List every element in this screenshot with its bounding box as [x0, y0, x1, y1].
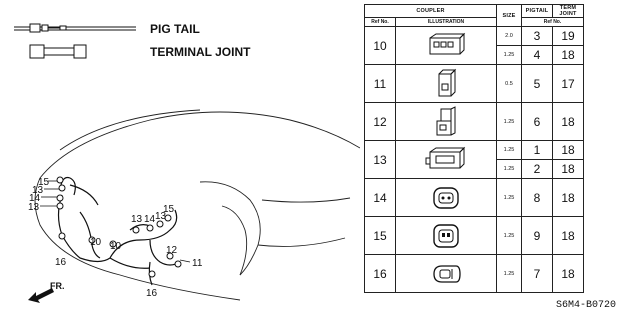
engine-harness-diagram: 15 13 14 13 16 10 10 13 14 15 13 12 11 1…: [14, 22, 361, 303]
ref-cell: 13: [364, 140, 396, 179]
callout-label: 15: [163, 204, 175, 215]
callout-label: 13: [28, 202, 40, 213]
pigtail-header: PIGTAIL: [521, 4, 553, 18]
size-cell: 1.25: [496, 102, 522, 141]
pigtail-cell: 7: [521, 254, 553, 293]
term-cell: 18: [552, 159, 584, 179]
size-cell: 1.25: [496, 159, 522, 179]
illustration-header: ILLUSTRATION: [395, 17, 497, 27]
pig-tail-label: PIG TAIL: [150, 22, 200, 36]
callout-label: 13: [155, 211, 167, 222]
size-cell: 1.25: [496, 254, 522, 293]
callout-label: 10: [90, 237, 102, 248]
pigtail-cell: 2: [521, 159, 553, 179]
term-cell: 17: [552, 64, 584, 103]
ref-cell: 15: [364, 216, 396, 255]
front-arrow-icon: FR.: [28, 281, 65, 303]
ref-no-header-2: Ref No.: [521, 17, 584, 27]
pigtail-cell: 5: [521, 64, 553, 103]
callout-label: 16: [55, 257, 67, 268]
connector-markers: [56, 176, 182, 278]
size-cell: 1.25: [496, 140, 522, 160]
angled-connector-icon: [395, 102, 497, 141]
ref-no-header: Ref No.: [364, 17, 396, 27]
ref-cell: 12: [364, 102, 396, 141]
pigtail-cell: 9: [521, 216, 553, 255]
callout-label: 12: [166, 245, 178, 256]
callout-label: 13: [131, 214, 143, 225]
size-cell: 0.5: [496, 64, 522, 103]
small-connector-icon: [395, 64, 497, 103]
term-cell: 19: [552, 26, 584, 46]
diagram-code: S6M4-B0720: [556, 300, 617, 311]
term-cell: 18: [552, 178, 584, 217]
ref-cell: 11: [364, 64, 396, 103]
ref-cell: 14: [364, 178, 396, 217]
ref-cell: 10: [364, 26, 396, 65]
callout-label: 15: [38, 177, 50, 188]
wire-harness: [57, 176, 181, 286]
term-cell: 18: [552, 216, 584, 255]
terminal-joint-icon: [29, 44, 87, 59]
pigtail-cell: 1: [521, 140, 553, 160]
size-header: SIZE: [496, 4, 522, 27]
coupler-header: COUPLER: [364, 4, 497, 18]
round-connector-icon: [395, 178, 497, 217]
callout-label: 10: [110, 241, 122, 252]
pigtail-cell: 6: [521, 102, 553, 141]
pigtail-cell: 4: [521, 45, 553, 65]
pigtail-icon: [14, 23, 136, 33]
wide-connector-icon: [395, 140, 497, 179]
callout-label: 13: [32, 185, 44, 196]
callout-label: 16: [146, 288, 158, 299]
size-cell: 1.25: [496, 216, 522, 255]
multi-pin-connector-icon: [395, 26, 497, 65]
callout-label: 11: [192, 258, 203, 269]
vehicle-outline: [34, 109, 361, 301]
size-cell: 1.25: [496, 45, 522, 65]
term-cell: 18: [552, 140, 584, 160]
front-label: FR.: [50, 281, 65, 291]
callout-label: 14: [144, 214, 156, 225]
term-cell: 18: [552, 254, 584, 293]
ref-cell: 16: [364, 254, 396, 293]
term-cell: 18: [552, 102, 584, 141]
term-cell: 18: [552, 45, 584, 65]
harness-drawing: 15 13 14 13 16 10 10 13 14 15 13 12 11 1…: [14, 22, 361, 303]
callout-label: 14: [29, 193, 41, 204]
callout-leaders: [40, 180, 191, 263]
size-cell: 1.25: [496, 178, 522, 217]
size-cell: 2.0: [496, 26, 522, 46]
pigtail-cell: 3: [521, 26, 553, 46]
oval-connector-icon: [395, 216, 497, 255]
plug-connector-icon: [395, 254, 497, 293]
terminal-joint-label: TERMINAL JOINT: [150, 45, 251, 59]
pigtail-cell: 8: [521, 178, 553, 217]
